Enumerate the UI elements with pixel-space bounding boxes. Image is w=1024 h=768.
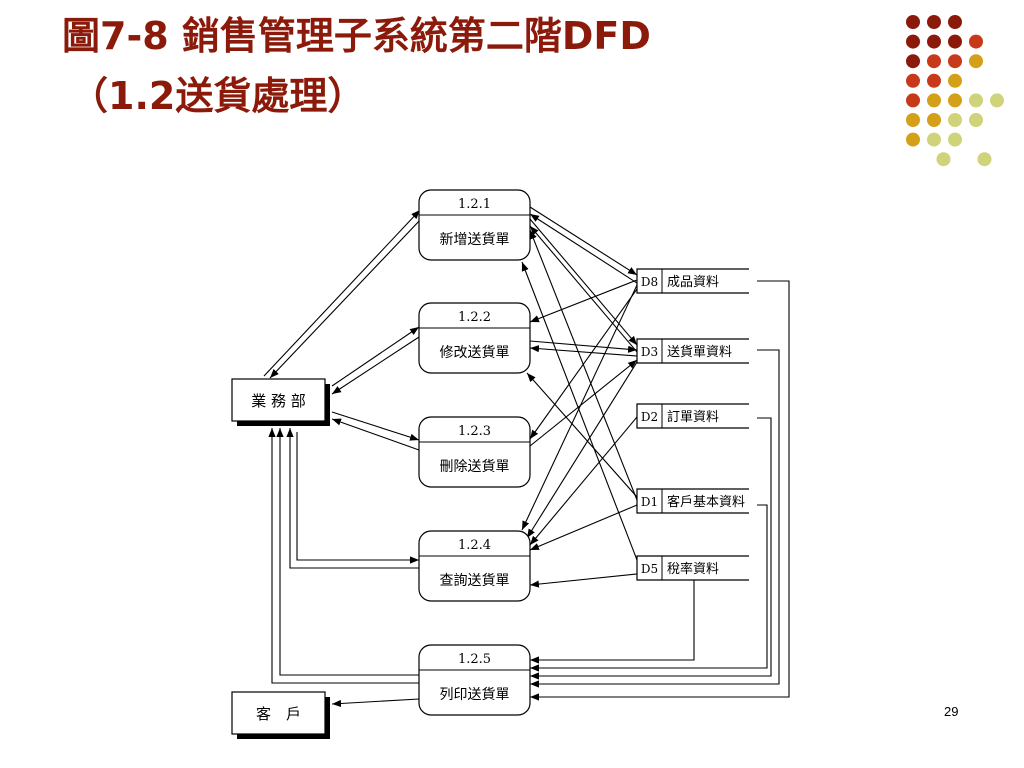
decorative-dot <box>990 93 1004 108</box>
process-label: 查詢送貨單 <box>440 572 510 589</box>
decorative-dot <box>948 93 962 108</box>
datastore-label: 成品資料 <box>667 275 719 290</box>
datastore-d8: D8 成品資料 <box>636 268 749 294</box>
datastore-label: 訂單資料 <box>667 409 719 425</box>
decorative-dot <box>948 132 962 147</box>
process-1-2-2: 1.2.2 修改送貨單 <box>418 302 531 374</box>
datastore-d5: D5 稅率資料 <box>636 555 749 581</box>
decorative-dot <box>906 132 920 147</box>
process-id: 1.2.5 <box>458 652 491 667</box>
slide-title-line2: （1.2送貨處理） <box>70 74 366 118</box>
datastore-id: D2 <box>641 410 658 424</box>
datastore-d3: D3 送貨單資料 <box>636 338 749 364</box>
decorative-dot <box>927 93 941 108</box>
process-id: 1.2.3 <box>458 424 491 439</box>
decorative-dot <box>927 34 941 49</box>
decorative-dot <box>906 93 920 108</box>
decorative-dot <box>927 73 941 88</box>
process-1-2-3: 1.2.3 刪除送貨單 <box>418 416 531 488</box>
datastore-id: D5 <box>641 562 658 576</box>
entity-customer: 客 戶 <box>231 691 330 739</box>
datastore-label: 稅率資料 <box>667 561 719 577</box>
decorative-dot <box>969 113 983 127</box>
datastore-label: 客戶基本資料 <box>667 494 745 510</box>
datastore-label: 送貨單資料 <box>667 344 732 360</box>
decorative-dot <box>977 152 992 167</box>
decorative-dot <box>906 73 920 88</box>
datastore-id: D1 <box>641 495 658 509</box>
decorative-dot <box>927 15 941 29</box>
decorative-dot <box>927 113 941 127</box>
decorative-dot-grid <box>906 15 1004 167</box>
decorative-dot <box>948 54 962 69</box>
page-number: 29 <box>944 704 959 719</box>
process-1-2-4: 1.2.4 查詢送貨單 <box>418 530 531 602</box>
decorative-dot <box>969 34 983 49</box>
dfd-nodes: 1.2.1 新增送貨單 1.2.2 修改送貨單 1.2.3 刪除送貨單 1.2.4 查詢送貨單… <box>231 189 749 739</box>
data-flow-lines <box>263 206 790 708</box>
datastore-d1: D1 客戶基本資料 <box>636 488 749 514</box>
decorative-dot <box>936 152 951 167</box>
decorative-dot <box>948 34 962 49</box>
entity-sales-dept: 業 務 部 <box>231 378 330 426</box>
process-label: 修改送貨單 <box>440 344 510 361</box>
decorative-dot <box>948 15 962 29</box>
decorative-dot <box>948 73 962 88</box>
entity-label: 客 戶 <box>256 705 301 723</box>
decorative-dot <box>906 54 920 69</box>
process-1-2-5: 1.2.5 列印送貨單 <box>418 644 531 716</box>
slide-title-line1: 圖7-8 銷售管理子系統第二階DFD <box>62 14 651 58</box>
decorative-dot <box>948 113 962 127</box>
process-1-2-1: 1.2.1 新增送貨單 <box>418 189 531 261</box>
process-id: 1.2.2 <box>458 310 491 325</box>
decorative-dot <box>969 93 983 108</box>
datastore-id: D3 <box>641 345 658 359</box>
entity-label: 業 務 部 <box>251 392 306 410</box>
decorative-dot <box>906 15 920 29</box>
decorative-dot <box>906 34 920 49</box>
decorative-dot <box>927 132 941 147</box>
datastore-d2: D2 訂單資料 <box>636 403 749 429</box>
process-label: 新增送貨單 <box>440 231 510 248</box>
decorative-dot <box>906 113 920 127</box>
decorative-dot <box>927 54 941 69</box>
process-id: 1.2.4 <box>458 538 491 553</box>
datastore-id: D8 <box>641 275 658 289</box>
process-id: 1.2.1 <box>458 197 491 212</box>
process-label: 列印送貨單 <box>440 686 510 703</box>
decorative-dot <box>969 54 983 69</box>
process-label: 刪除送貨單 <box>440 458 510 475</box>
